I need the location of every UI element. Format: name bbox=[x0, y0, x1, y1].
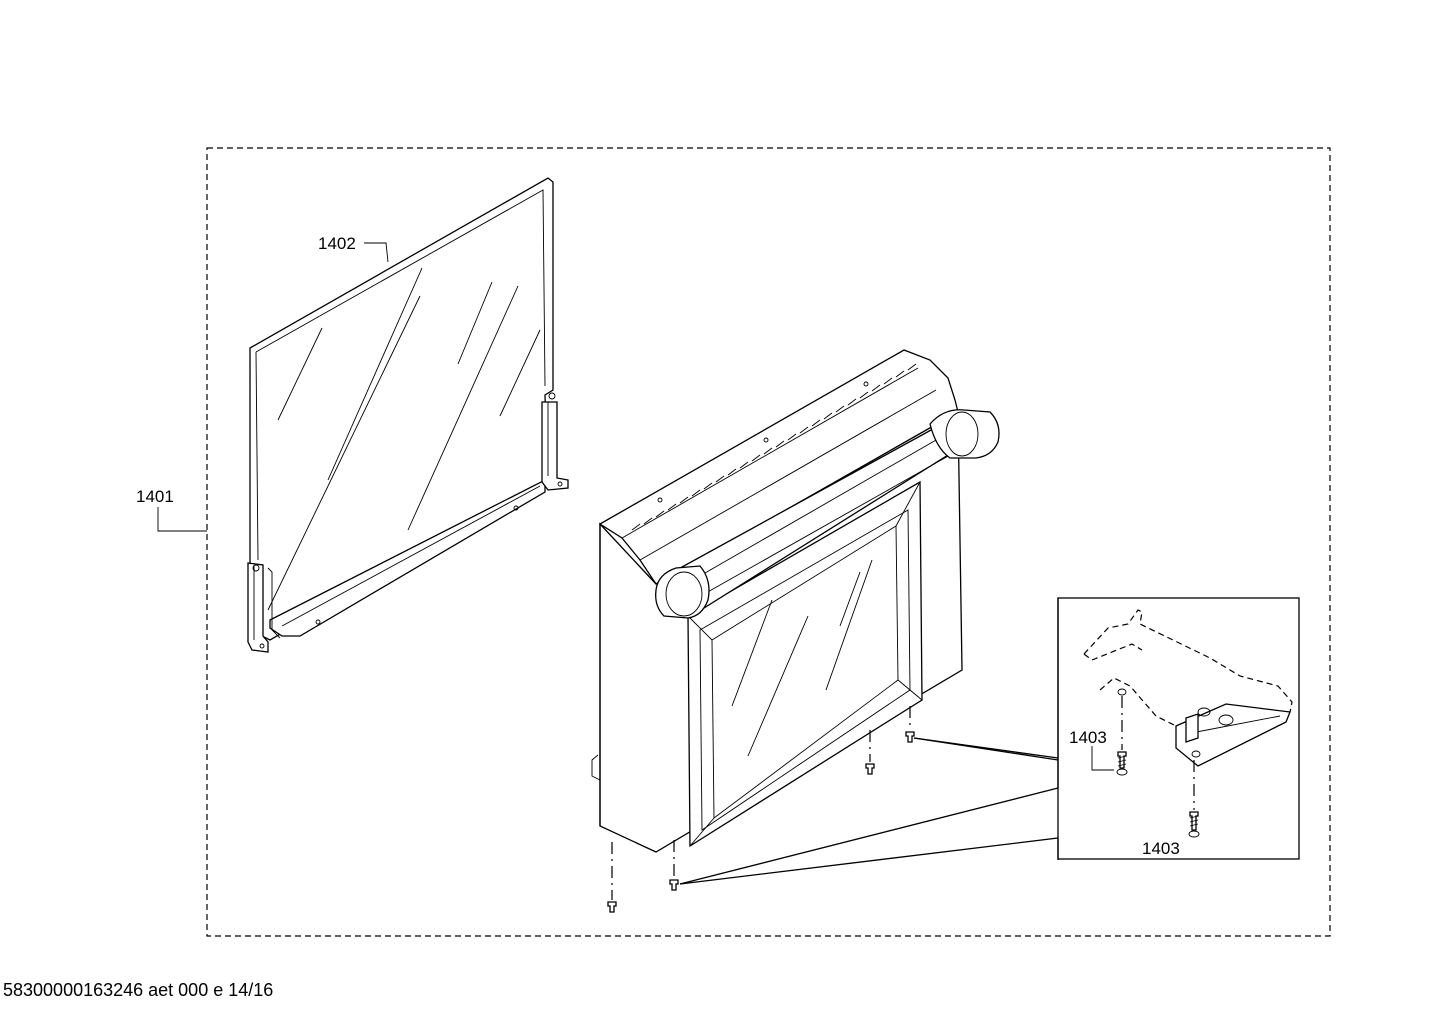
detail-bracket bbox=[1083, 609, 1293, 767]
detail-screws bbox=[1116, 696, 1200, 838]
label-1403-upper: 1403 bbox=[1069, 728, 1107, 747]
glass-panel-1402 bbox=[247, 177, 569, 653]
assembly-boundary bbox=[206, 147, 1331, 937]
detail-box bbox=[1057, 597, 1300, 860]
leader-1401 bbox=[157, 507, 207, 532]
screw-set-door bbox=[607, 706, 915, 913]
document-id: 58300000163246 aet 000 e 14/16 bbox=[3, 980, 274, 1000]
leader-1402 bbox=[364, 242, 389, 263]
leader-1403-upper bbox=[1091, 746, 1114, 771]
label-1402: 1402 bbox=[318, 234, 356, 253]
label-1403-lower: 1403 bbox=[1142, 839, 1180, 858]
label-1401: 1401 bbox=[136, 487, 174, 506]
oven-door bbox=[591, 349, 1000, 853]
